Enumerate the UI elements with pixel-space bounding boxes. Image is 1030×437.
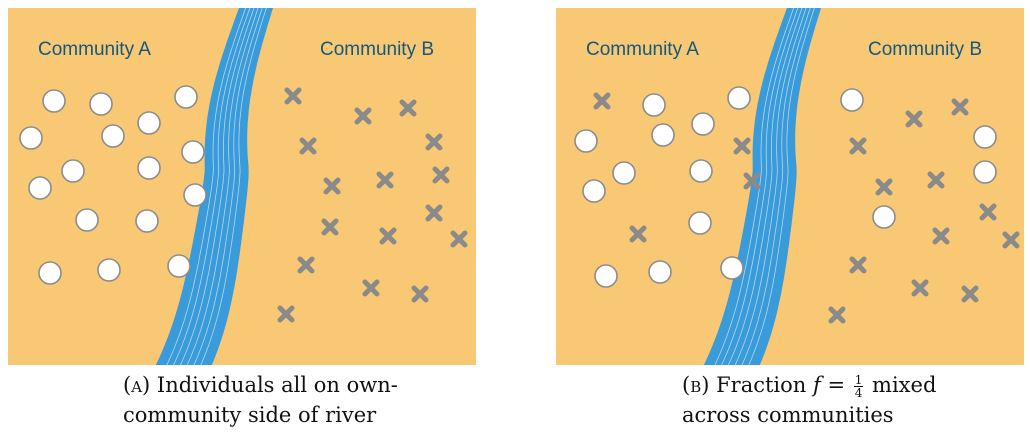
river-flow-line <box>734 8 807 365</box>
circle-icon <box>61 159 85 183</box>
circle-icon <box>89 92 113 116</box>
panel-b: Community A Community B <box>556 8 1024 365</box>
cross-icon <box>932 227 950 245</box>
circle-icon <box>872 205 896 229</box>
cross-icon <box>875 178 893 196</box>
circle-icon <box>97 258 121 282</box>
cross-icon <box>849 256 867 274</box>
panel-b-diagram: Community A Community B <box>556 8 1024 365</box>
cross-icon <box>425 204 443 222</box>
cross-icon <box>743 172 761 190</box>
circle-icon <box>101 124 125 148</box>
cross-icon <box>911 279 929 297</box>
cross-icon <box>733 137 751 155</box>
river-flow-line <box>727 8 803 365</box>
river-flow-line <box>748 8 815 365</box>
cross-icon <box>450 230 468 248</box>
individuals <box>19 85 468 323</box>
cross-icon <box>376 171 394 189</box>
caption-letter: b <box>690 373 702 397</box>
circle-icon <box>973 160 997 184</box>
caption-a-line2: community side of river <box>123 403 377 427</box>
river-icon <box>703 8 822 365</box>
circle-icon <box>167 254 191 278</box>
river-flow-line <box>193 8 263 365</box>
circle-icon <box>582 179 606 203</box>
cross-icon <box>629 225 647 243</box>
river-flow-line <box>200 8 267 365</box>
river-flow-line <box>173 8 251 365</box>
caption-a: (a) Individuals all on own- community si… <box>123 370 423 430</box>
cross-icon <box>927 171 945 189</box>
circle-icon <box>973 125 997 149</box>
cross-icon <box>425 133 443 151</box>
cross-icon <box>979 203 997 221</box>
fraction-variable: f <box>813 373 821 397</box>
cross-icon <box>321 218 339 236</box>
cross-icon <box>961 285 979 303</box>
river-flow-line <box>721 8 799 365</box>
caption-b-line2: across communities <box>682 403 894 427</box>
cross-icon <box>399 99 417 117</box>
cross-icon <box>849 137 867 155</box>
circle-icon <box>75 208 99 232</box>
cross-icon <box>379 227 397 245</box>
river-flow-line <box>741 8 811 365</box>
circle-icon <box>648 260 672 284</box>
circle-icon <box>174 85 198 109</box>
circle-icon <box>651 123 675 147</box>
cross-icon <box>951 98 969 116</box>
river-body <box>703 8 822 365</box>
circle-icon <box>642 93 666 117</box>
circle-icon <box>840 88 864 112</box>
circle-icon <box>137 111 161 135</box>
individuals <box>574 86 1020 324</box>
circle-icon <box>183 183 207 207</box>
cross-icon <box>277 305 295 323</box>
circle-icon <box>181 140 205 164</box>
circle-icon <box>689 159 713 183</box>
cross-icon <box>299 137 317 155</box>
cross-icon <box>362 279 380 297</box>
cross-icon <box>354 107 372 125</box>
circle-icon <box>612 161 636 185</box>
panel-a-diagram: Community A Community B <box>8 8 476 365</box>
community-b-label: Community B <box>320 39 434 60</box>
cross-icon <box>284 87 302 105</box>
circle-icon <box>574 129 598 153</box>
circle-icon <box>720 256 744 280</box>
cross-icon <box>432 166 450 184</box>
community-a-label: Community A <box>38 39 151 60</box>
circle-icon <box>38 261 62 285</box>
cross-icon <box>828 306 846 324</box>
panel-a: Community A Community B <box>8 8 476 365</box>
circle-icon <box>28 176 52 200</box>
cross-icon <box>297 256 315 274</box>
circle-icon <box>42 89 66 113</box>
community-b-label: Community B <box>868 39 982 60</box>
circle-icon <box>19 126 43 150</box>
circle-icon <box>688 211 712 235</box>
community-a-label: Community A <box>586 39 699 60</box>
cross-icon <box>323 177 341 195</box>
circle-icon <box>727 86 751 110</box>
cross-icon <box>905 110 923 128</box>
circle-icon <box>594 264 618 288</box>
river-icon <box>155 8 274 365</box>
river-flow-line <box>186 8 259 365</box>
circle-icon <box>691 112 715 136</box>
river-flow-line <box>166 8 247 365</box>
river-flow-line <box>179 8 255 365</box>
circle-icon <box>137 156 161 180</box>
river-body <box>155 8 274 365</box>
cross-icon <box>593 92 611 110</box>
circle-icon <box>135 209 159 233</box>
cross-icon <box>411 285 429 303</box>
cross-icon <box>1002 231 1020 249</box>
caption-letter: a <box>131 373 143 397</box>
